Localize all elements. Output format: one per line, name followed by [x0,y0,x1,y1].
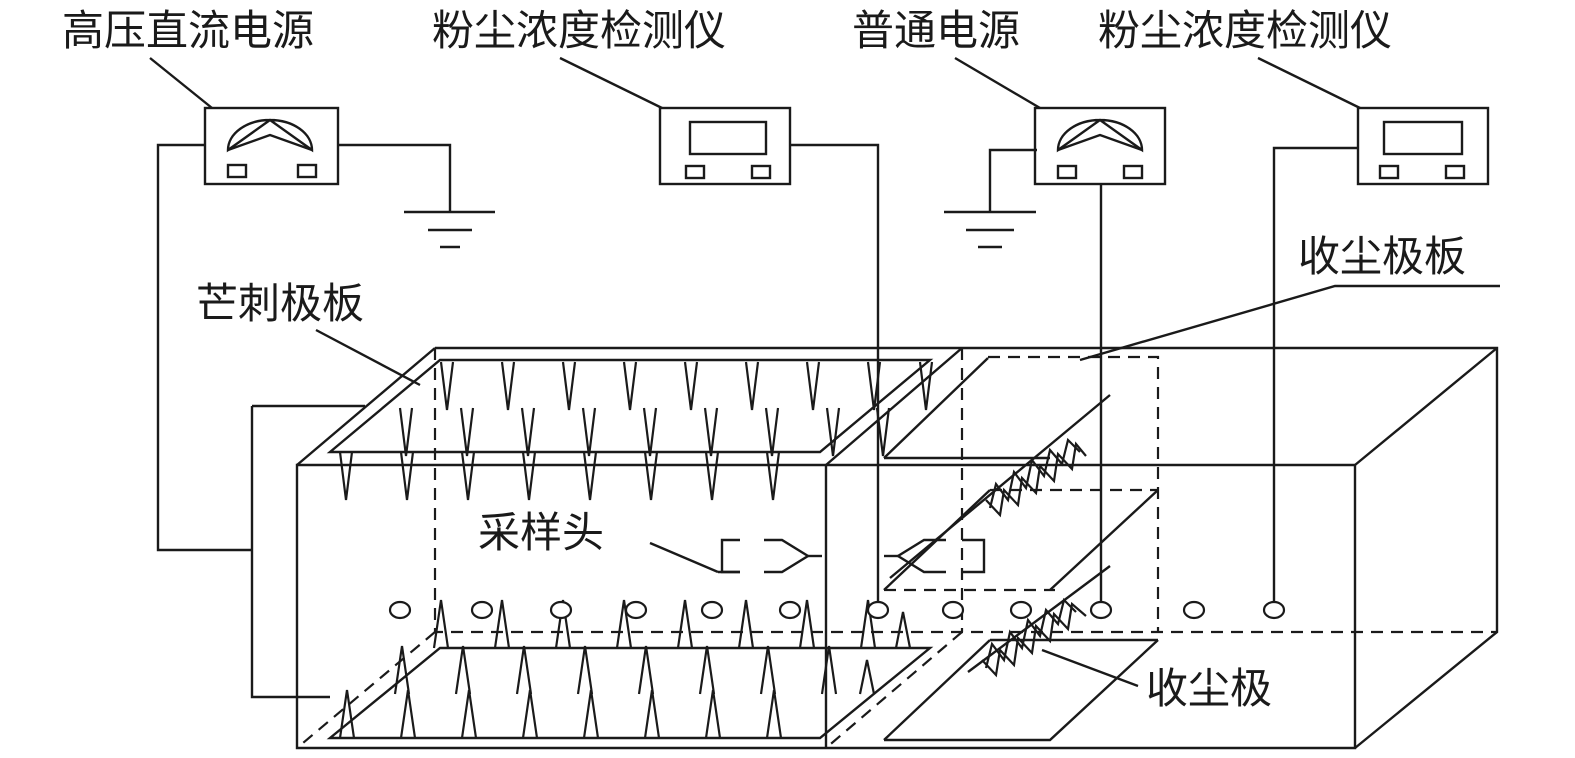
collector-plate-lower [883,638,1159,742]
spike-plate-bottom [326,599,934,740]
label-spike-plate: 芒刺极板 [196,279,365,328]
chamber-outline [295,346,1499,750]
dust-meter-2 [1356,106,1490,186]
label-normal-power: 普通电源 [852,6,1021,55]
collector-electrode-upper [889,394,1111,579]
ground-symbol-1 [338,143,495,249]
dust-meter-1 [658,106,792,186]
label-hv-dc-power: 高压直流电源 [62,6,315,55]
label-collector-plate: 收尘极板 [1298,232,1467,281]
hv-dc-power-supply [203,106,340,186]
collector-electrode-lower [967,565,1111,678]
ground-symbol-2 [944,148,1037,249]
label-collector-electrode: 收尘极 [1146,664,1273,713]
sampling-head-right [884,538,986,574]
label-dust-meter-1: 粉尘浓度检测仪 [432,6,727,55]
sampling-holes [388,600,1286,620]
collector-plate-upper [883,357,1159,591]
label-sampling-head: 采样头 [478,508,605,557]
chamber-hidden-edges [296,348,1497,749]
normal-power-supply [1033,106,1167,186]
wires [156,143,1358,699]
label-dust-meter-2: 粉尘浓度检测仪 [1098,6,1393,55]
spike-plate-top [326,358,934,501]
sampling-head-left [718,538,822,574]
